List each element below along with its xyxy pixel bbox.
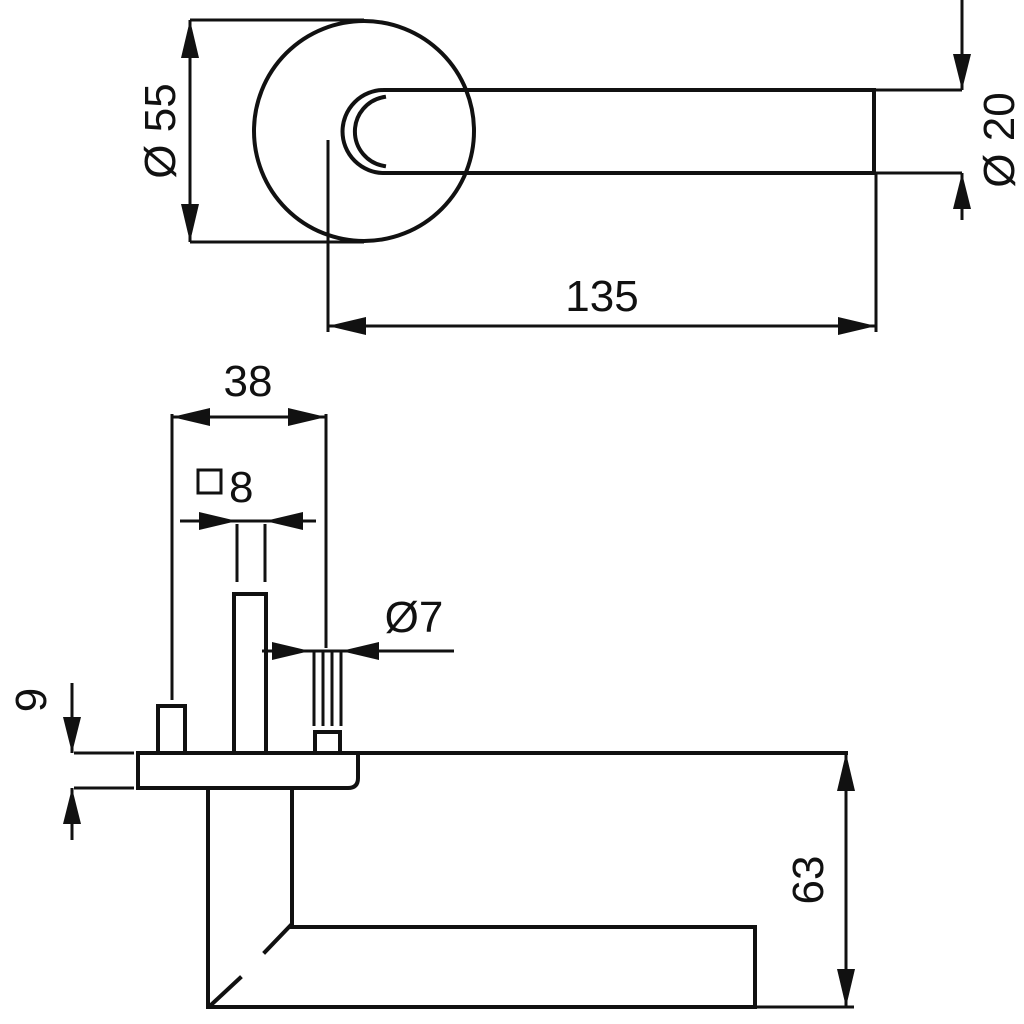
spindle-arrow-right <box>265 512 303 530</box>
height-label: 63 <box>784 856 833 905</box>
lever-bend-line-lower <box>209 975 243 1007</box>
screw-arrow-left <box>272 642 310 660</box>
lever-diameter-label: Ø 20 <box>975 92 1024 187</box>
screw-diameter-label: Ø7 <box>385 593 444 642</box>
lever-length-arrow-right <box>838 317 876 335</box>
width-label: 38 <box>224 357 273 406</box>
thickness-arrow-top <box>63 717 81 753</box>
width-arrow-right <box>288 408 326 426</box>
fixing-stud <box>156 704 187 755</box>
rose-diameter-label: Ø 55 <box>136 83 185 178</box>
screw-head <box>313 730 342 755</box>
thickness-arrow-bottom <box>63 788 81 824</box>
rose-diameter-arrow-bottom <box>181 204 199 242</box>
thickness-label: 9 <box>7 688 56 712</box>
spindle-arrow-left <box>199 512 237 530</box>
rose-base-plate <box>136 751 360 790</box>
lever-diameter-arrow-top <box>953 54 971 90</box>
lever-bend-line-upper <box>262 923 293 955</box>
lever-side-outline <box>206 788 757 1009</box>
lever-length-label: 135 <box>565 272 638 321</box>
lever-outline <box>340 88 876 175</box>
screw-arrow-right <box>341 642 379 660</box>
height-arrow-top <box>837 753 855 791</box>
side-view: 38 8 Ø7 9 63 <box>7 357 855 1009</box>
width-arrow-left <box>172 408 210 426</box>
lever-diameter-arrow-bottom <box>953 173 971 209</box>
spindle-size-label: 8 <box>229 463 253 512</box>
lever-length-arrow-left <box>328 317 366 335</box>
rose-diameter-arrow-top <box>181 20 199 58</box>
square-symbol-icon <box>196 468 223 495</box>
lever-end-shade <box>352 94 387 169</box>
top-view: Ø 55 Ø 20 135 <box>136 0 1024 335</box>
spindle <box>232 592 268 755</box>
rose-outline <box>252 19 476 243</box>
height-arrow-bottom <box>837 969 855 1007</box>
